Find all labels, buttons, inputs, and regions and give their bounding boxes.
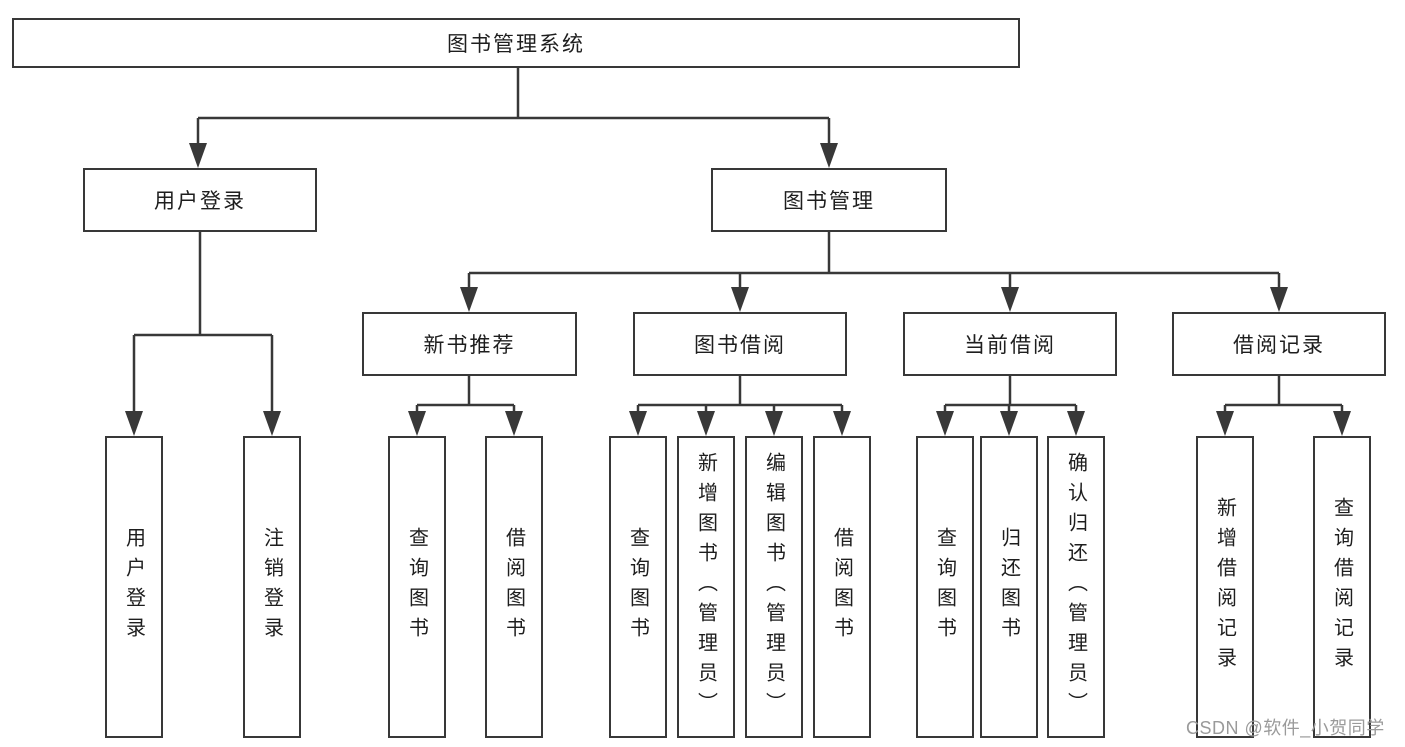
node-borrowing-records: 借阅记录 xyxy=(1172,312,1386,376)
leaf-nb-query-books: 查询图书 xyxy=(388,436,446,738)
connector-user-login-to-leaves xyxy=(125,232,281,436)
leaf-cb-confirm-return-admin: 确认归还（管理员） xyxy=(1047,436,1105,738)
leaf-label: 新增图书（管理员） xyxy=(694,452,717,722)
node-book-management: 图书管理 xyxy=(711,168,947,232)
connector-new-book-recommend-to-leaves xyxy=(408,376,523,436)
node-new-book-recommend: 新书推荐 xyxy=(362,312,577,376)
connector-book-borrowing-to-leaves xyxy=(629,376,851,436)
connector-book-management-to-level3 xyxy=(460,232,1288,312)
node-label: 借阅记录 xyxy=(1233,334,1325,357)
connector-root-to-level2 xyxy=(189,68,838,168)
node-label: 图书管理 xyxy=(783,190,875,213)
node-label: 用户登录 xyxy=(154,190,246,213)
leaf-user-login: 用户登录 xyxy=(105,436,163,738)
node-label: 新书推荐 xyxy=(423,334,516,357)
leaf-br-query-record: 查询借阅记录 xyxy=(1313,436,1371,738)
node-user-login: 用户登录 xyxy=(83,168,317,232)
leaf-bb-borrow-books: 借阅图书 xyxy=(813,436,871,738)
leaf-label: 确认归还（管理员） xyxy=(1064,452,1087,722)
leaf-label: 用户登录 xyxy=(122,527,145,647)
node-label: 当前借阅 xyxy=(964,334,1056,357)
leaf-label: 查询借阅记录 xyxy=(1330,497,1353,677)
csdn-watermark: CSDN @软件_小贺同学 xyxy=(1186,718,1385,738)
leaf-label: 查询图书 xyxy=(626,527,649,647)
connector-borrowing-records-to-leaves xyxy=(1216,376,1351,436)
leaf-bb-query-books: 查询图书 xyxy=(609,436,667,738)
node-current-borrowing: 当前借阅 xyxy=(903,312,1117,376)
node-system-root: 图书管理系统 xyxy=(12,18,1020,68)
leaf-cb-return-books: 归还图书 xyxy=(980,436,1038,738)
connector-current-borrowing-to-leaves xyxy=(936,376,1085,436)
node-book-borrowing: 图书借阅 xyxy=(633,312,847,376)
leaf-label: 借阅图书 xyxy=(830,527,853,647)
leaf-logout: 注销登录 xyxy=(243,436,301,738)
leaf-label: 编辑图书（管理员） xyxy=(762,452,785,722)
leaf-label: 归还图书 xyxy=(997,527,1020,647)
leaf-label: 查询图书 xyxy=(405,527,428,647)
leaf-cb-query-books: 查询图书 xyxy=(916,436,974,738)
leaf-label: 借阅图书 xyxy=(502,527,525,647)
node-label: 图书管理系统 xyxy=(447,33,585,56)
leaf-nb-borrow-books: 借阅图书 xyxy=(485,436,543,738)
leaf-label: 查询图书 xyxy=(933,527,956,647)
leaf-label: 注销登录 xyxy=(260,527,283,647)
leaf-bb-add-books-admin: 新增图书（管理员） xyxy=(677,436,735,738)
leaf-label: 新增借阅记录 xyxy=(1213,497,1236,677)
leaf-bb-edit-books-admin: 编辑图书（管理员） xyxy=(745,436,803,738)
leaf-br-add-record: 新增借阅记录 xyxy=(1196,436,1254,738)
node-label: 图书借阅 xyxy=(694,334,786,357)
